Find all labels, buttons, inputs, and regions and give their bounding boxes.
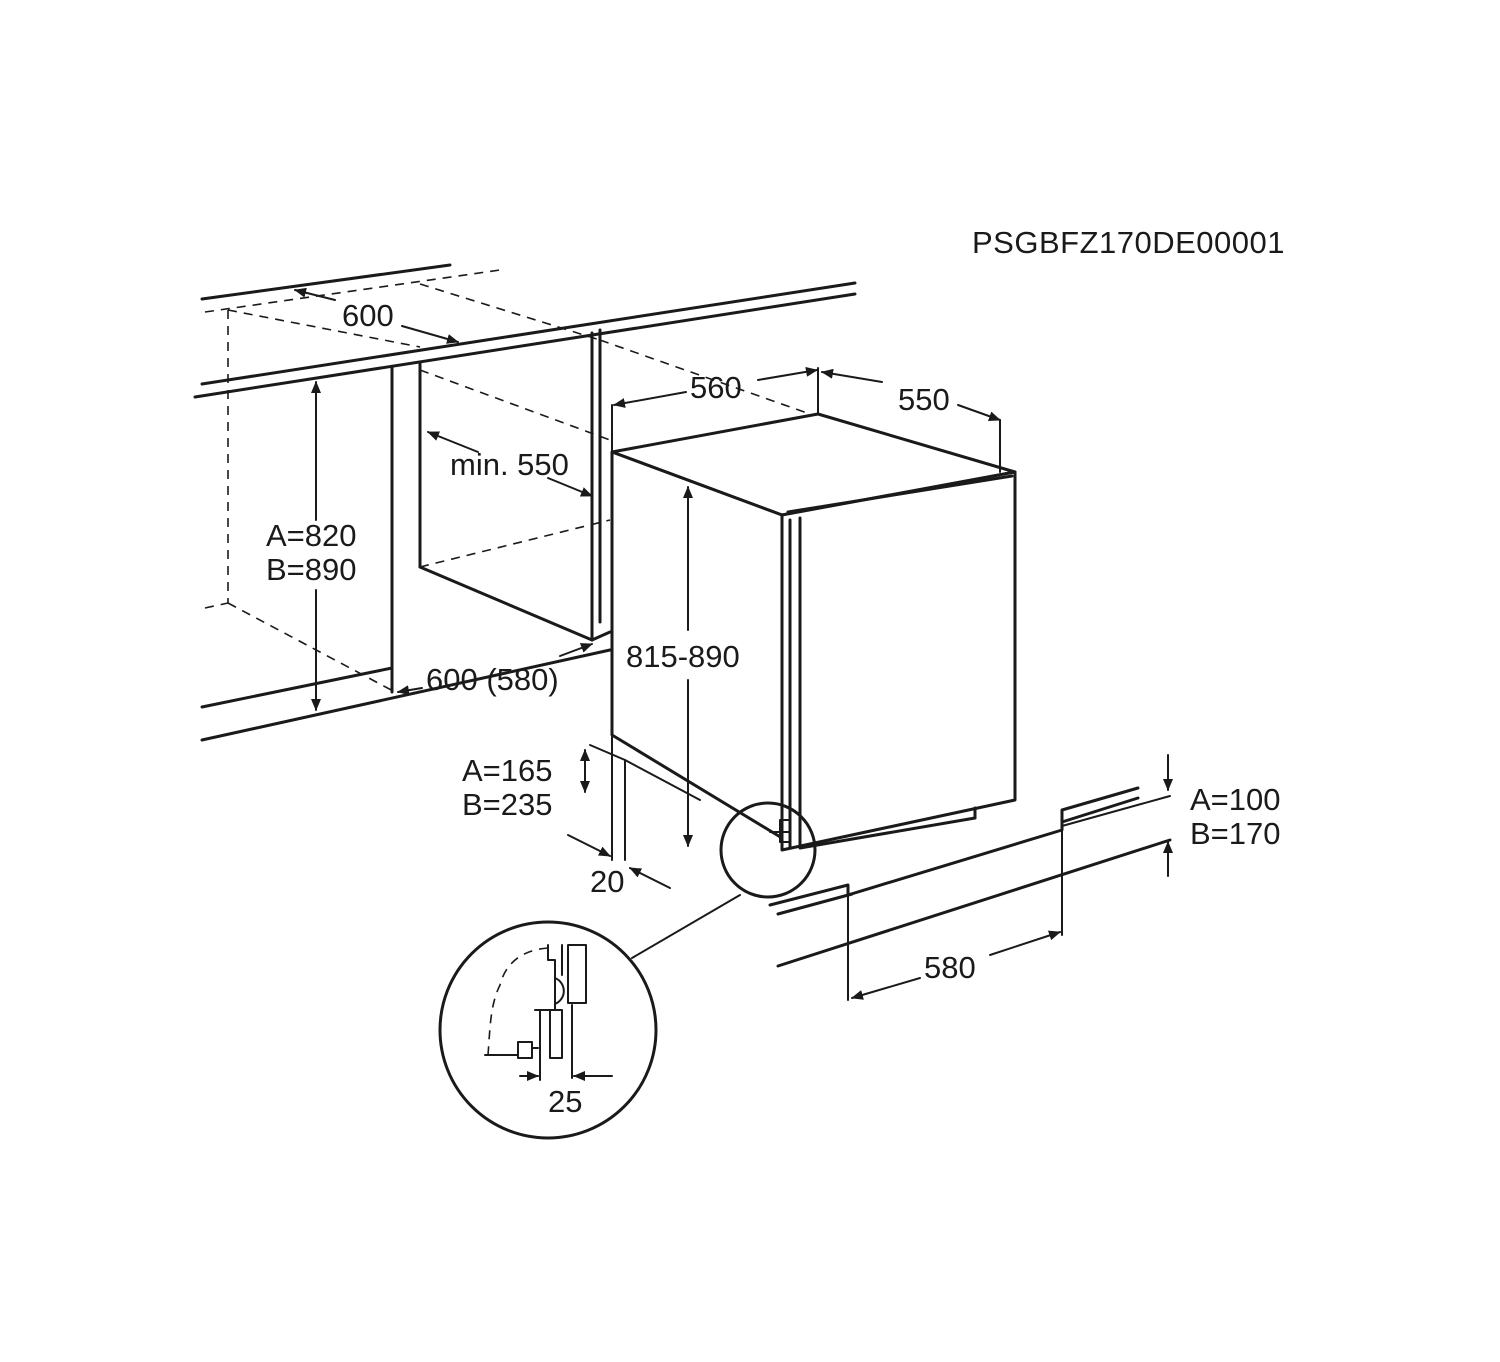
label-815-890: 815-890	[626, 639, 740, 674]
label-niche-height-a: A=820	[266, 518, 357, 553]
dim-appliance-depth: 550	[821, 368, 1001, 422]
dim-appliance-width: 560	[613, 366, 819, 415]
label-580: 580	[924, 950, 976, 985]
label-plinth-a: A=165	[462, 753, 553, 788]
detail-callout: 25	[438, 801, 817, 1140]
label-20: 20	[590, 864, 624, 899]
dim-appliance-height: 815-890	[626, 486, 740, 847]
drawing-code: PSGBFZ170DE00001	[972, 225, 1285, 260]
label-plinth-b: B=235	[462, 787, 553, 822]
label-min-550: min. 550	[450, 447, 569, 482]
label-560: 560	[690, 370, 742, 405]
dim-niche-depth-min: min. 550	[427, 431, 593, 497]
label-toe-a: A=100	[1190, 782, 1281, 817]
dim-niche-height: A=820 B=890	[266, 381, 357, 711]
plinth-panel	[768, 786, 1172, 1001]
label-550: 550	[898, 382, 950, 417]
dim-plinth-height: A=165 B=235	[462, 749, 590, 822]
dim-niche-depth-bottom: 600 (580)	[397, 643, 593, 697]
label-niche-height-b: B=890	[266, 552, 357, 587]
dim-niche-width-top: 600	[294, 287, 459, 344]
dim-gap: 20	[567, 834, 671, 899]
label-toe-b: B=170	[1190, 816, 1281, 851]
dim-toe-kick: A=100 B=170	[1163, 754, 1281, 877]
label-25: 25	[548, 1084, 582, 1119]
label-600-580: 600 (580)	[426, 662, 559, 697]
dim-plinth-width: 580	[851, 930, 1061, 1000]
appliance	[589, 404, 1017, 861]
label-600-top: 600	[342, 298, 394, 333]
